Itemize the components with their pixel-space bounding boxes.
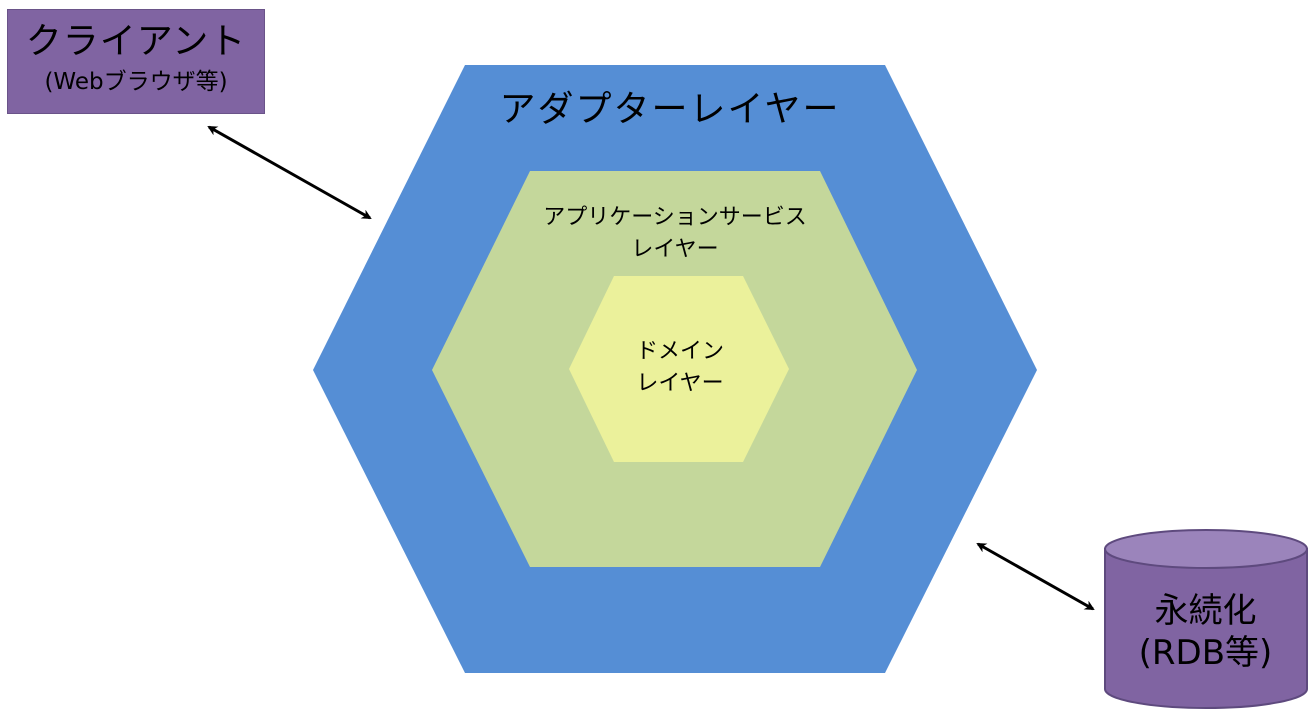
adapter-persistence-arrow xyxy=(976,542,1095,611)
adapter-layer-label: アダプターレイヤー xyxy=(499,89,841,130)
persistence-label-line1: 永続化 xyxy=(1154,591,1257,631)
client-adapter-arrow xyxy=(207,125,372,220)
persistence-cylinder xyxy=(1104,529,1308,709)
persistence-label: 永続化 (RDB等) xyxy=(1103,590,1308,674)
application-service-layer-label: アプリケーションサービス レイヤー xyxy=(470,202,880,266)
persistence-label-line2: (RDB等) xyxy=(1138,633,1273,673)
domain-layer-hexagon xyxy=(569,276,789,462)
domain-label-line2: レイヤー xyxy=(636,371,724,396)
client-box: クライアント (Webブラウザ等) xyxy=(7,9,265,114)
domain-label-line1: ドメイン xyxy=(635,339,724,364)
client-subtitle: (Webブラウザ等) xyxy=(44,69,228,95)
client-title: クライアント xyxy=(25,21,247,62)
application-label-line1: アプリケーションサービス xyxy=(543,205,807,230)
domain-layer-label: ドメイン レイヤー xyxy=(580,336,780,400)
application-label-line2: レイヤー xyxy=(631,237,719,262)
